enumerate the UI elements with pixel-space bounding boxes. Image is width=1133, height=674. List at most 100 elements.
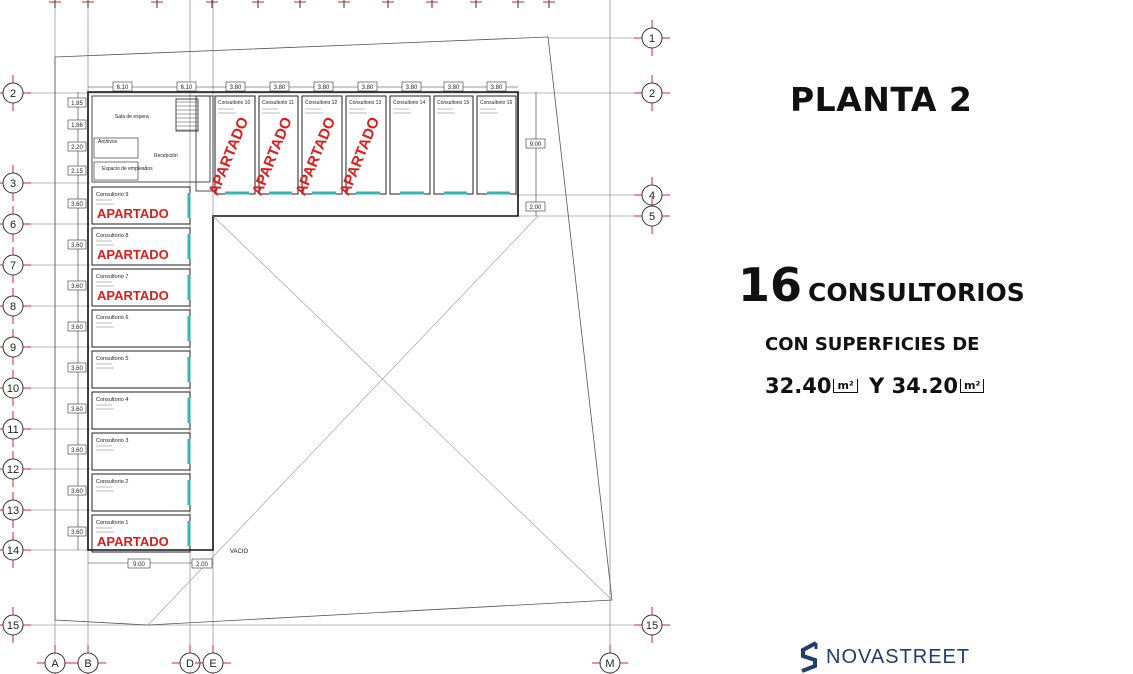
axis-row-bubble xyxy=(641,614,663,636)
room-area-note xyxy=(96,445,112,447)
axis-row-bubble xyxy=(2,499,24,521)
axis-row-bubble xyxy=(2,82,24,104)
site-boundary xyxy=(54,36,613,626)
service-room-label: Archivos xyxy=(98,139,118,145)
area-unit-icon: m² xyxy=(960,379,985,393)
room-area-note xyxy=(96,490,114,492)
room-area-note xyxy=(96,203,114,205)
top-dimension xyxy=(112,81,133,92)
room-area-note xyxy=(305,112,323,114)
top-dimension-text: 3.80 xyxy=(491,85,503,91)
service-room-label: Sala de espera xyxy=(115,114,149,120)
axis-col-bubble-label: D xyxy=(186,658,194,670)
room-area-note xyxy=(480,112,498,114)
room-area-note xyxy=(349,108,365,110)
room-name: Consultorio 8 xyxy=(96,233,128,239)
reserved-label: APARTADO xyxy=(97,534,169,549)
room-area-note xyxy=(393,112,411,114)
room-count-number: 16 xyxy=(738,258,803,312)
room-area-note xyxy=(349,112,367,114)
left-dimension-text: 1.86 xyxy=(71,123,83,129)
room-area-note xyxy=(96,408,114,410)
service-room-label: Recepción xyxy=(154,153,178,159)
top-dimension xyxy=(357,81,378,92)
room-area-note xyxy=(96,326,114,328)
left-dimension-text: 3.60 xyxy=(71,530,83,536)
left-dimension xyxy=(67,165,87,176)
room-name: Consultorio 14 xyxy=(393,100,425,106)
axis-row-bubble xyxy=(2,458,24,480)
axis-row-bubble-label: 6 xyxy=(10,219,16,231)
axis-row-bubble xyxy=(2,172,24,194)
left-dimension xyxy=(67,280,87,291)
top-dimension xyxy=(313,81,334,92)
room-area-note xyxy=(218,112,236,114)
axis-row-bubble-label: 2 xyxy=(10,88,16,100)
void-label: VACIO xyxy=(230,549,249,555)
building-outline xyxy=(87,91,519,551)
bottom-dimension xyxy=(191,558,213,569)
axis-row-bubble-label: 5 xyxy=(649,211,655,223)
top-dimension xyxy=(269,81,290,92)
room-layout xyxy=(91,95,517,553)
axis-col-bubble xyxy=(44,652,66,674)
axis-row-bubble-label: 4 xyxy=(649,190,655,202)
consultorio-room xyxy=(476,95,517,195)
room-area-note xyxy=(480,108,496,110)
left-dimension-text: 3.60 xyxy=(71,243,83,249)
area-large: 34.20 xyxy=(891,374,958,398)
brand-name: NOVASTREET xyxy=(826,645,971,668)
stair xyxy=(175,98,199,132)
axis-row-bubble-label: 2 xyxy=(649,88,655,100)
axis-col-bubble xyxy=(599,652,621,674)
room-area-note xyxy=(96,404,112,406)
void-diagonal xyxy=(212,215,613,601)
room-count-label: CONSULTORIOS xyxy=(808,278,1025,307)
right-dimension-text: 9.00 xyxy=(530,142,542,148)
service-room-label: Espacio de empleados xyxy=(102,166,153,172)
room-name: Consultorio 10 xyxy=(218,100,250,106)
axis-row-bubble xyxy=(2,377,24,399)
axis-row-bubble-label: 15 xyxy=(7,620,19,632)
left-dimension-text: 3.60 xyxy=(71,366,83,372)
room-name: Consultorio 16 xyxy=(480,100,512,106)
axis-row-bubble xyxy=(2,539,24,561)
axis-row-bubble xyxy=(2,295,24,317)
reserved-label: APARTADO xyxy=(249,114,296,197)
axis-col-bubble-label: M xyxy=(605,658,614,670)
top-dimension-text: 3.80 xyxy=(318,85,330,91)
top-dimension xyxy=(443,81,464,92)
room-name: Consultorio 12 xyxy=(305,100,337,106)
reserved-label: APARTADO xyxy=(97,206,169,221)
room-area-note xyxy=(262,112,280,114)
bottom-dimension-text: 2.00 xyxy=(196,562,208,568)
room-area-note xyxy=(437,112,455,114)
left-dimension-text: 3.60 xyxy=(71,489,83,495)
left-dimension xyxy=(67,526,87,537)
left-dimension-text: 1.85 xyxy=(71,101,83,107)
top-dimension-text: 3.80 xyxy=(448,85,460,91)
room-area-note xyxy=(437,108,453,110)
left-dimension-text: 3.60 xyxy=(71,407,83,413)
top-dimension-text: 6.10 xyxy=(181,85,193,91)
reserved-label: APARTADO xyxy=(336,114,383,197)
room-area-note xyxy=(96,363,112,365)
axis-row-bubble xyxy=(2,418,24,440)
room-area-note xyxy=(96,367,114,369)
consultorio-room xyxy=(389,95,431,195)
axis-row-bubble-label: 8 xyxy=(10,301,16,313)
room-area-note xyxy=(96,281,112,283)
room-area-note xyxy=(96,527,112,529)
axis-row-bubble-label: 7 xyxy=(10,260,16,272)
room-name: Consultorio 1 xyxy=(96,520,128,526)
right-dimension-text: 2.00 xyxy=(530,205,542,211)
top-dimension xyxy=(401,81,422,92)
room-area-note xyxy=(393,108,409,110)
axis-row-bubble xyxy=(2,254,24,276)
left-dimension-text: 3.60 xyxy=(71,325,83,331)
